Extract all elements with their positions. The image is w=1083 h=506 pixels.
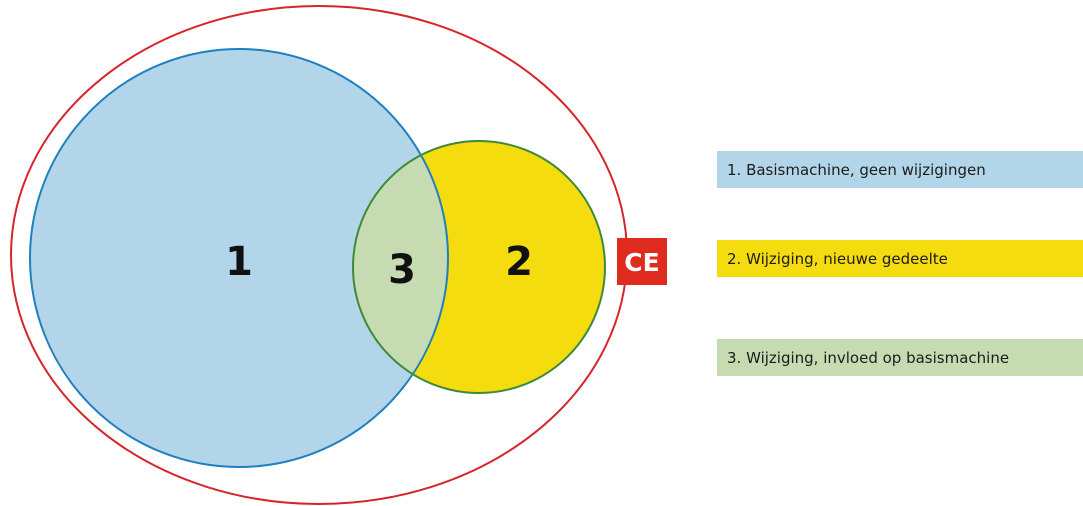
legend-item-basis-label: 1. Basismachine, geen wijzigingen	[727, 160, 986, 179]
region-label-overlap: 3	[388, 247, 416, 293]
legend-item-new-part: 2. Wijziging, nieuwe gedeelte	[717, 240, 1083, 277]
ce-mark: CE	[617, 238, 667, 285]
region-label-new-part: 2	[505, 239, 533, 285]
legend-item-overlap-label: 3. Wijziging, invloed op basismachine	[727, 348, 1010, 367]
legend-item-new-part-label: 2. Wijziging, nieuwe gedeelte	[727, 249, 948, 268]
region-label-basis: 1	[225, 239, 253, 285]
ce-mark-background	[617, 238, 667, 285]
basis-machine-outline	[29, 48, 449, 468]
legend-item-overlap: 3. Wijziging, invloed op basismachine	[717, 339, 1083, 376]
new-part-outline	[352, 140, 606, 394]
legend-item-basis: 1. Basismachine, geen wijzigingen	[717, 151, 1083, 188]
basis-machine-circle	[30, 49, 448, 467]
ce-mark-text: CE	[624, 248, 659, 277]
